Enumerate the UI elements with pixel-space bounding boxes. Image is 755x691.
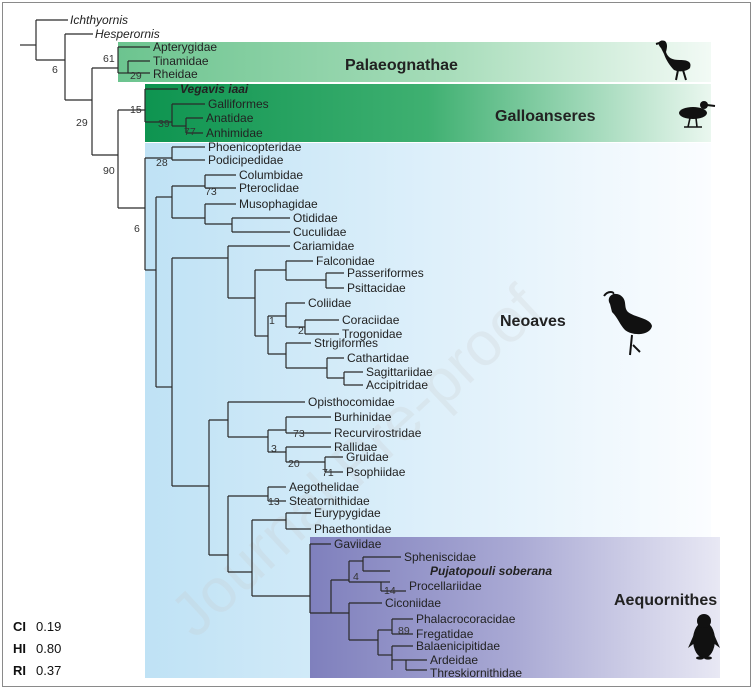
taxon-anatidae: Anatidae xyxy=(206,111,254,125)
taxon-burhinidae: Burhinidae xyxy=(334,410,392,424)
taxon-otididae: Otididae xyxy=(293,211,338,225)
support-value: 6 xyxy=(134,223,140,235)
support-value: 15 xyxy=(130,104,142,116)
clade-aequornithes: Aequornithes xyxy=(614,592,717,609)
support-value: 73 xyxy=(205,186,217,198)
support-value: 29 xyxy=(76,117,88,129)
tree-branches xyxy=(20,19,427,671)
taxon-steatornithidae: Steatornithidae xyxy=(289,494,370,508)
taxon-coliidae: Coliidae xyxy=(308,296,352,310)
taxon-pteroclidae: Pteroclidae xyxy=(239,181,299,195)
ci-value: 0.19 xyxy=(36,619,61,634)
taxon-spheniscidae: Spheniscidae xyxy=(404,550,476,564)
taxon-psophiidae: Psophiidae xyxy=(346,465,406,479)
support-value: 61 xyxy=(103,53,115,65)
taxon-recurvirostridae: Recurvirostridae xyxy=(334,426,422,440)
ri-label: RI xyxy=(13,663,26,678)
clade-galloanseres: Galloanseres xyxy=(495,108,596,125)
taxon-cariamidae: Cariamidae xyxy=(293,239,355,253)
support-value: 1 xyxy=(269,315,275,327)
support-value: 71 xyxy=(322,467,334,479)
taxon-ciconiidae: Ciconiidae xyxy=(385,596,441,610)
support-value: 6 xyxy=(52,64,58,76)
ci-label: CI xyxy=(13,619,26,634)
support-value: 3 xyxy=(271,443,277,455)
clade-palaeognathae: Palaeognathae xyxy=(345,57,458,74)
taxon-tinamidae: Tinamidae xyxy=(153,54,209,68)
palaeognathae-band xyxy=(118,42,711,82)
support-value: 4 xyxy=(353,571,359,583)
taxon-ichthyornis: Ichthyornis xyxy=(70,13,128,27)
taxon-labels: Ichthyornis Hesperornis Apterygidae Tina… xyxy=(70,13,552,680)
support-value: 73 xyxy=(293,428,305,440)
taxon-columbidae: Columbidae xyxy=(239,168,303,182)
clade-neoaves: Neoaves xyxy=(500,313,566,330)
support-value: 28 xyxy=(156,157,168,169)
taxon-phalacrocoracidae: Phalacrocoracidae xyxy=(416,612,516,626)
support-value: 29 xyxy=(130,70,142,82)
support-value: 14 xyxy=(384,585,396,597)
taxon-podicipedidae: Podicipedidae xyxy=(208,153,284,167)
taxon-psittacidae: Psittacidae xyxy=(347,281,406,295)
taxon-vegavis: Vegavis iaai xyxy=(180,82,249,96)
taxon-anhimidae: Anhimidae xyxy=(206,126,263,140)
taxon-falconidae: Falconidae xyxy=(316,254,375,268)
taxon-pujatopouli: Pujatopouli soberana xyxy=(430,564,552,578)
taxon-hesperornis: Hesperornis xyxy=(95,27,160,41)
taxon-galliformes: Galliformes xyxy=(208,97,269,111)
taxon-apterygidae: Apterygidae xyxy=(153,40,217,54)
taxon-strigiformes: Strigiformes xyxy=(314,336,378,350)
taxon-eurypygidae: Eurypygidae xyxy=(314,506,381,520)
taxon-trogonidae: Trogonidae xyxy=(342,327,403,341)
taxon-coraciidae: Coraciidae xyxy=(342,313,400,327)
taxon-accipitridae: Accipitridae xyxy=(366,378,428,392)
galloanseres-band xyxy=(145,84,711,142)
support-value: 2 xyxy=(298,325,304,337)
taxon-musophagidae: Musophagidae xyxy=(239,197,318,211)
taxon-cathartidae: Cathartidae xyxy=(347,351,409,365)
flamingo-silhouette-icon xyxy=(603,291,652,356)
hi-value: 0.80 xyxy=(36,641,61,656)
taxon-phoenicopteridae: Phoenicopteridae xyxy=(208,140,302,154)
taxon-gruidae: Gruidae xyxy=(346,450,389,464)
support-value: 89 xyxy=(398,625,410,637)
taxon-fregatidae: Fregatidae xyxy=(416,627,474,641)
penguin-silhouette-icon xyxy=(688,614,720,660)
taxon-procellariidae: Procellariidae xyxy=(409,579,482,593)
taxon-opisthocomidae: Opisthocomidae xyxy=(308,395,395,409)
taxon-cuculidae: Cuculidae xyxy=(293,225,347,239)
support-value: 90 xyxy=(103,165,115,177)
support-value: 77 xyxy=(184,126,196,138)
taxon-gaviidae: Gaviidae xyxy=(334,537,382,551)
taxon-balaenicipitidae: Balaenicipitidae xyxy=(416,639,500,653)
support-value: 13 xyxy=(268,496,280,508)
support-value: 20 xyxy=(288,458,300,470)
taxon-rallidae: Rallidae xyxy=(334,440,378,454)
support-value: 39 xyxy=(158,118,170,130)
ratite-silhouette-icon xyxy=(655,40,691,81)
taxon-rheidae: Rheidae xyxy=(153,67,198,81)
taxon-sagittariidae: Sagittariidae xyxy=(366,365,433,379)
support-values: 6 61 29 29 15 39 77 90 28 6 73 1 2 73 3 … xyxy=(52,53,410,637)
taxon-ardeidae: Ardeidae xyxy=(430,653,478,667)
duck-silhouette-icon xyxy=(679,101,716,128)
hi-label: HI xyxy=(13,641,26,656)
taxon-phaethontidae: Phaethontidae xyxy=(314,522,392,536)
taxon-threskiornithidae: Threskiornithidae xyxy=(430,666,522,680)
ri-value: 0.37 xyxy=(36,663,61,678)
taxon-passeriformes: Passeriformes xyxy=(347,266,424,280)
tree-statistics: CI 0.19 HI 0.80 RI 0.37 xyxy=(13,619,61,678)
taxon-aegothelidae: Aegothelidae xyxy=(289,480,359,494)
